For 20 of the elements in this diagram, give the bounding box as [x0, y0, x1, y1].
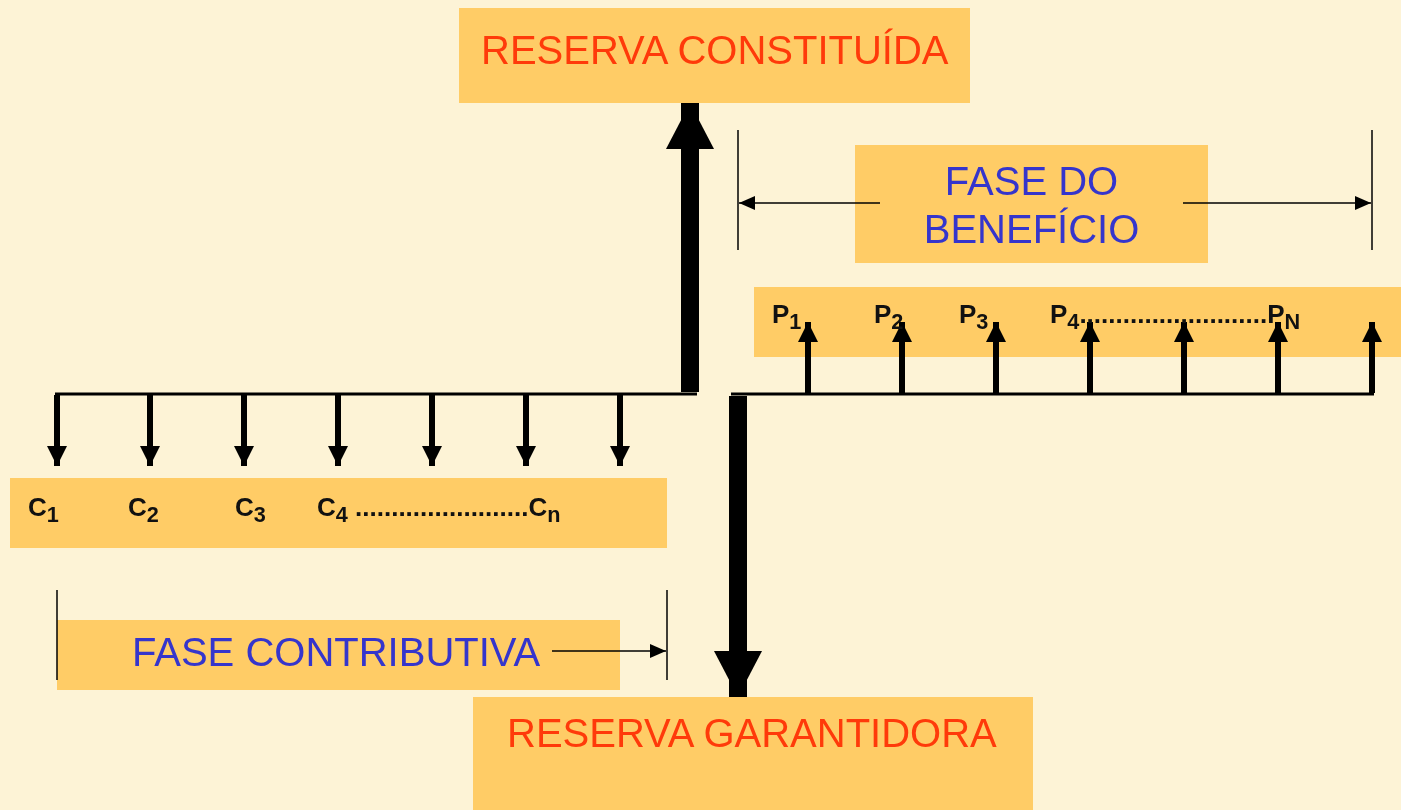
payment-label: P$_{3}$	[959, 299, 989, 336]
phase-label: FASE CONTRIBUTIVA	[132, 630, 541, 675]
payment-band	[754, 287, 1401, 357]
payment-label: P$_{2}$	[874, 299, 904, 336]
phase-box	[57, 620, 620, 690]
payment-label: P$_{4}$..........................P$_{N}$	[1050, 299, 1301, 336]
contribution-label: C$_{2}$	[128, 492, 159, 529]
title-box	[459, 8, 970, 103]
title-text: RESERVA GARANTIDORA	[507, 711, 997, 756]
contribution-label: C$_{1}$	[28, 492, 59, 529]
contribution-band	[10, 478, 667, 548]
contribution-label: C$_{3}$	[235, 492, 266, 529]
phase-box	[855, 145, 1208, 263]
phase-label: FASE DO BENEFÍCIO	[922, 158, 1141, 253]
arrow	[666, 103, 714, 392]
payment-label: P$_{1}$	[772, 299, 802, 336]
title-box	[473, 697, 1033, 810]
arrow	[714, 396, 762, 697]
contribution-label: C$_{4}$ ........................C$_{n}$	[317, 492, 561, 529]
title-text: RESERVA CONSTITUÍDA	[481, 28, 949, 73]
